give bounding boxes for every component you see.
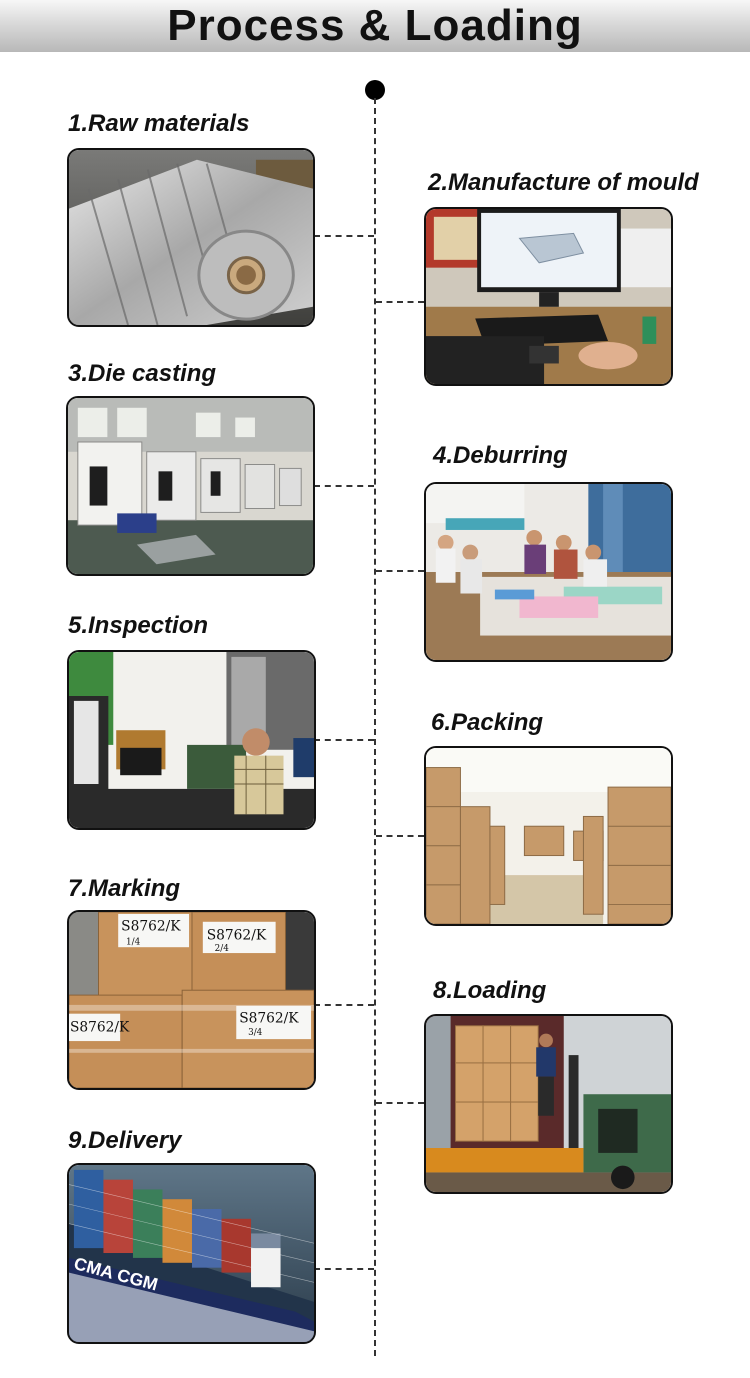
marking-label-1: S8762/K	[121, 919, 181, 935]
connector-step-2	[376, 301, 424, 303]
marking-label-4: S8762/K	[239, 1011, 299, 1027]
photo-manufacture-of-mould	[424, 207, 673, 386]
step-label-manufacture-of-mould: 2.Manufacture of mould	[428, 169, 699, 196]
marking-label-1-count: 1/4	[126, 937, 141, 947]
step-label-packing: 6.Packing	[431, 709, 544, 736]
photo-packing	[424, 746, 673, 926]
step-label-loading: 8.Loading	[433, 977, 547, 1004]
connector-step-9	[314, 1268, 374, 1270]
page-header	[0, 0, 750, 52]
photo-delivery: CMA CGM	[67, 1163, 316, 1344]
marking-label-2: S8762/K	[207, 927, 267, 943]
photo-deburring	[424, 482, 673, 662]
connector-step-4	[376, 570, 424, 572]
photo-inspection	[67, 650, 316, 830]
page-title: Process & Loading	[167, 1, 583, 50]
timeline-start-dot	[365, 80, 385, 100]
connector-step-3	[314, 485, 374, 487]
connector-step-5	[314, 739, 374, 741]
photo-loading	[424, 1014, 673, 1194]
photo-marking: S8762/K 1/4 S8762/K 2/4 S8762/K S8762/K …	[67, 910, 316, 1090]
connector-step-8	[376, 1102, 424, 1104]
marking-label-4-count: 3/4	[248, 1028, 263, 1038]
timeline-line	[374, 98, 376, 1356]
connector-step-1	[314, 235, 374, 237]
step-label-raw-materials: 1.Raw materials	[68, 110, 250, 137]
step-label-delivery: 9.Delivery	[68, 1127, 182, 1154]
photo-die-casting	[66, 396, 315, 576]
connector-step-7	[314, 1004, 374, 1006]
step-label-inspection: 5.Inspection	[68, 612, 209, 639]
connector-step-6	[376, 835, 424, 837]
step-label-die-casting: 3.Die casting	[68, 360, 217, 387]
marking-label-3: S8762/K	[70, 1019, 130, 1035]
step-label-marking: 7.Marking	[68, 875, 181, 902]
photo-raw-materials	[67, 148, 315, 327]
marking-label-2-count: 2/4	[215, 944, 230, 954]
step-label-deburring: 4.Deburring	[433, 442, 568, 469]
